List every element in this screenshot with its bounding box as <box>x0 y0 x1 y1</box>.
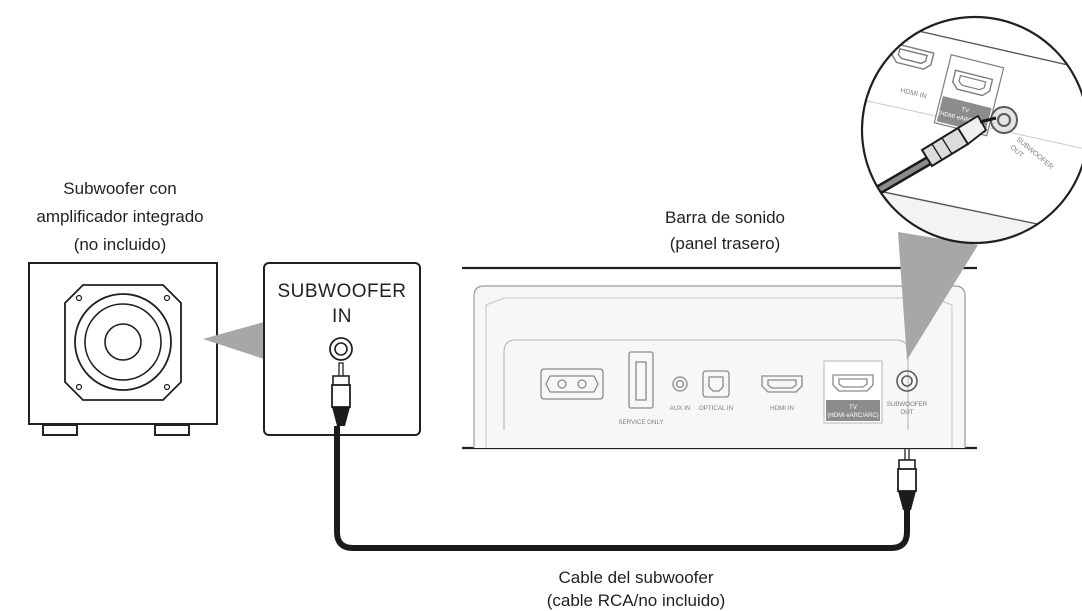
rca-jack-icon <box>896 370 918 392</box>
subwoofer-label-line-3: (no incluido) <box>74 235 167 254</box>
usb-port-icon <box>628 351 654 409</box>
zoom-detail: HDMI IN TV (HDMI eARC/ARC) SUBWOOFER OUT <box>860 15 1082 245</box>
soundbar-label-line-1: Barra de sonido <box>665 208 785 227</box>
subwoofer-in-panel: SUBWOOFER IN <box>263 262 421 436</box>
soundbar-label: Barra de sonido (panel trasero) <box>665 208 785 253</box>
hdmi-port-icon <box>761 375 803 393</box>
rca-jack-icon <box>990 106 1018 134</box>
cable-label: Cable del subwoofer (cable RCA/no inclui… <box>547 568 726 610</box>
subwoofer-cable <box>334 426 910 551</box>
rca-plug-icon <box>865 114 997 200</box>
rca-plug-icon <box>331 362 351 426</box>
port-label-service-only: SERVICE ONLY <box>618 419 663 426</box>
cable-label-line-1: Cable del subwoofer <box>559 568 714 587</box>
subwoofer-in-label-line-1: SUBWOOFER <box>277 281 406 302</box>
hdmi-port-icon <box>832 374 874 392</box>
subwoofer-in-label-line-2: IN <box>332 306 352 327</box>
port-label-optical-in: OPTICAL IN <box>699 405 733 412</box>
soundbar-callout-wedge <box>898 232 978 360</box>
subwoofer-label: Subwoofer con amplificador integrado (no… <box>36 179 203 254</box>
hdmi-port-icon <box>891 42 935 70</box>
zoom-label-tv-line-1: TV <box>961 107 970 115</box>
subwoofer-callout-wedge <box>203 322 264 359</box>
subwoofer-label-line-2: amplificador integrado <box>36 207 203 226</box>
subwoofer-label-line-1: Subwoofer con <box>63 179 176 198</box>
cable-label-line-2: (cable RCA/no incluido) <box>547 591 726 610</box>
rca-plug-icon <box>897 446 917 510</box>
soundbar-label-line-2: (panel trasero) <box>670 234 781 253</box>
port-label-aux-in: AUX IN <box>670 405 691 412</box>
port-label-tv-line-1: TV <box>849 405 857 411</box>
tv-port-badge <box>826 400 880 421</box>
rca-jack-icon <box>672 376 688 392</box>
power-inlet-icon <box>540 368 604 400</box>
soundbar-rear-panel: SERVICE ONLY AUX IN OPTICAL IN HDMI IN T… <box>462 266 977 450</box>
speaker-driver-icon <box>64 284 182 401</box>
subwoofer-speaker <box>28 262 218 436</box>
rca-jack-icon <box>329 337 353 361</box>
port-label-subwoofer-out-line-1: SUBWOOFER <box>887 401 928 408</box>
port-label-subwoofer-out-line-2: OUT <box>900 409 913 416</box>
optical-port-icon <box>702 370 730 398</box>
port-label-tv-line-2: (HDMI eARC/ARC) <box>827 413 878 419</box>
port-label-hdmi-in: HDMI IN <box>770 405 794 412</box>
